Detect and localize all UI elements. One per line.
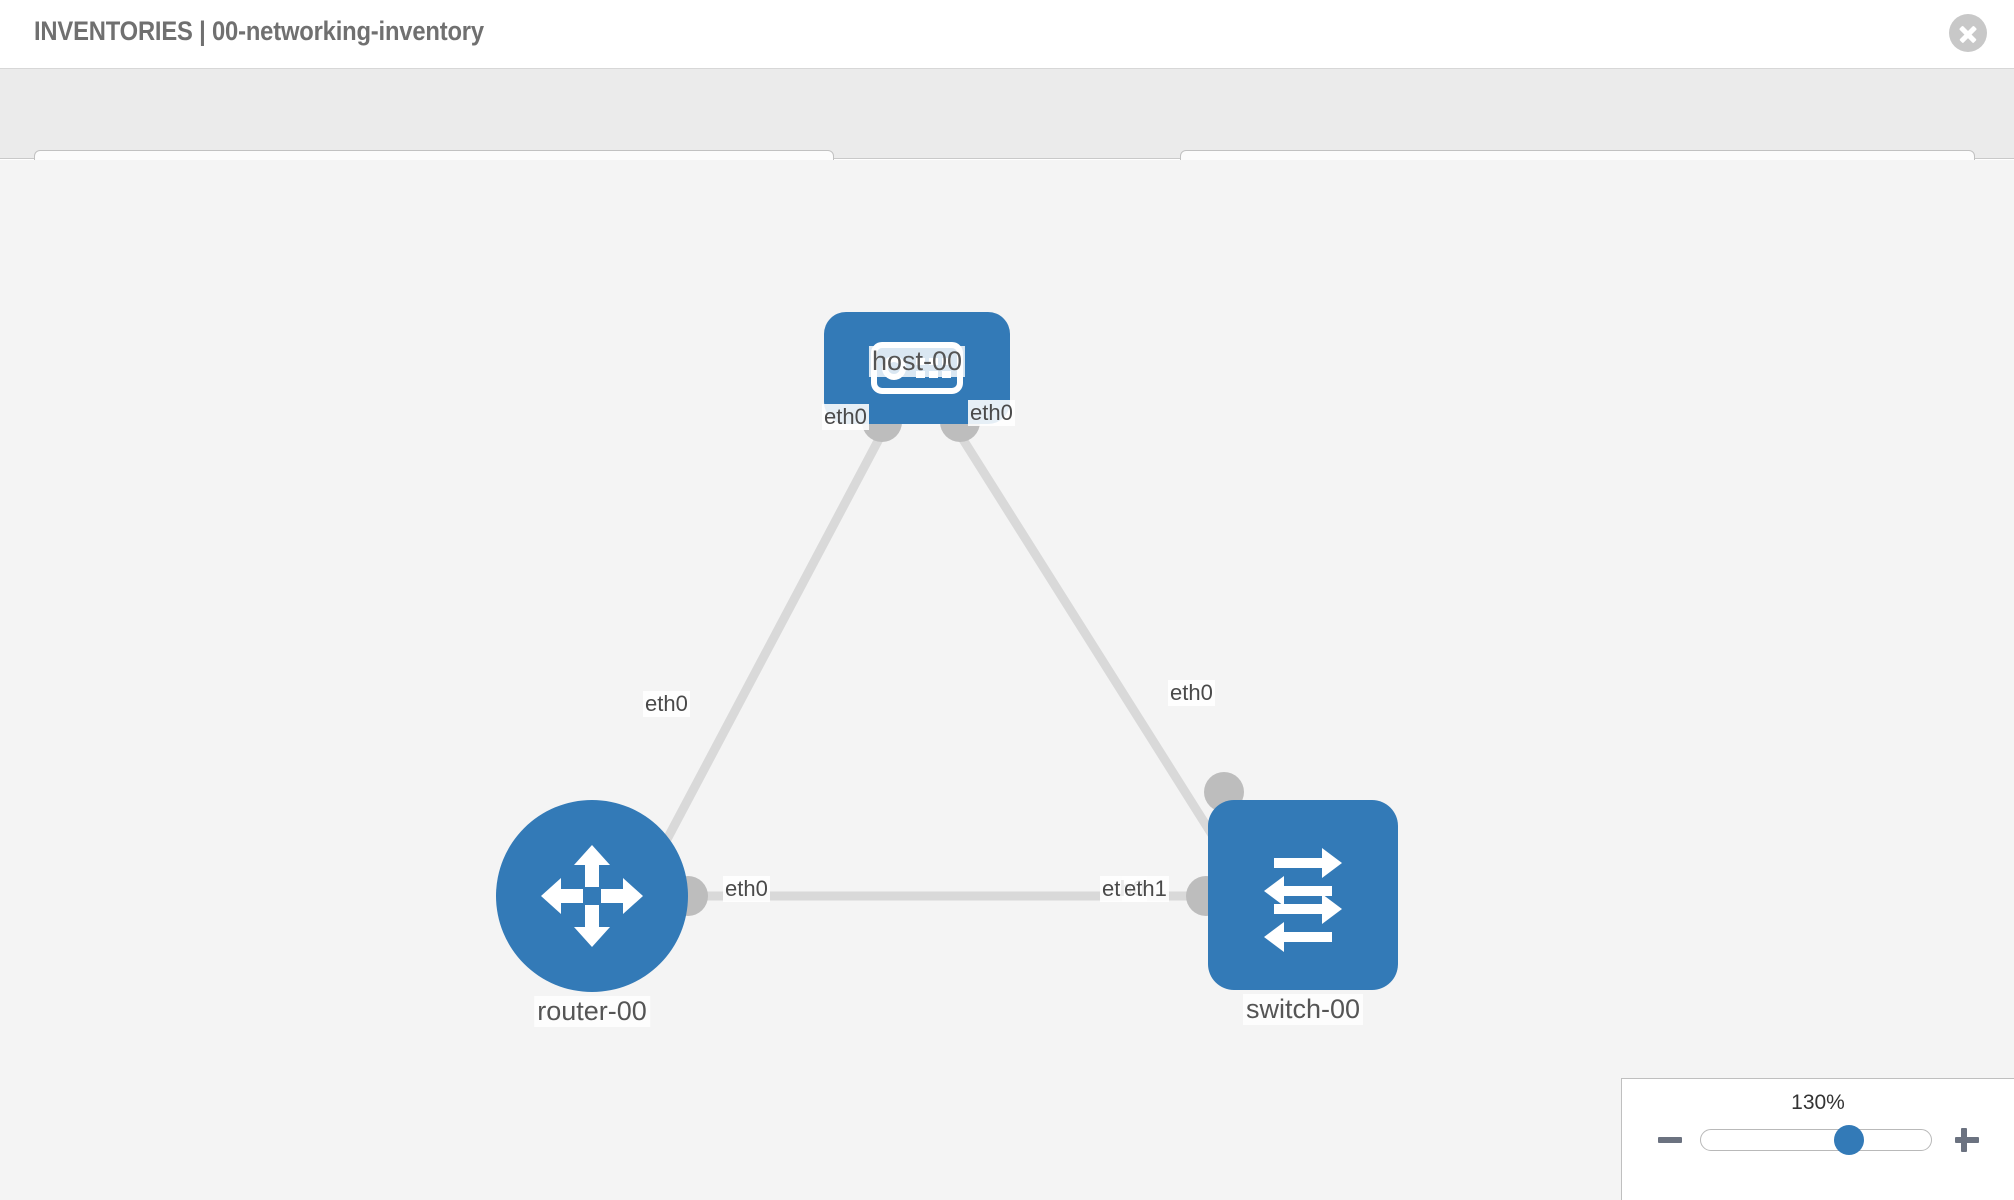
- topology-node-switch-00[interactable]: switch-00: [1208, 800, 1398, 1025]
- router-node-shape[interactable]: [496, 800, 688, 992]
- page-title: INVENTORIES | 00-networking-inventory: [34, 16, 484, 46]
- zoom-control-panel: 130%: [1621, 1078, 2014, 1200]
- switch-node-shape[interactable]: [1208, 800, 1398, 990]
- node-label-host-00: host-00: [868, 346, 966, 377]
- link-label-switch-up: eth0: [1168, 680, 1215, 706]
- toolbar: ACTIONS SEARCH: [0, 69, 2014, 204]
- close-icon[interactable]: [1949, 14, 1987, 52]
- zoom-out-icon[interactable]: [1655, 1125, 1685, 1155]
- link-label-router-right: eth0: [723, 876, 770, 902]
- node-label-switch-00: switch-00: [1242, 994, 1364, 1025]
- zoom-slider-track[interactable]: [1700, 1129, 1932, 1151]
- zoom-slider-thumb[interactable]: [1834, 1125, 1864, 1155]
- link-label-switch-left-over: eth1: [1122, 876, 1169, 902]
- topology-node-router-00[interactable]: router-00: [496, 800, 688, 1027]
- link-host-router: [650, 417, 893, 867]
- switch-arrows-icon: [1264, 848, 1342, 952]
- zoom-level-value: 130%: [1791, 1091, 1845, 1114]
- page-header: INVENTORIES | 00-networking-inventory: [0, 0, 2014, 69]
- link-label-router-up: eth0: [643, 691, 690, 717]
- zoom-in-icon[interactable]: [1952, 1125, 1982, 1155]
- node-label-router-00: router-00: [534, 996, 650, 1027]
- link-label-host-right: eth0: [968, 400, 1015, 426]
- link-host-switch: [947, 417, 1233, 865]
- router-arrows-icon: [541, 845, 643, 947]
- topology-canvas[interactable]: host-00 router-00: [0, 160, 2014, 1200]
- link-label-host-left: eth0: [822, 404, 869, 430]
